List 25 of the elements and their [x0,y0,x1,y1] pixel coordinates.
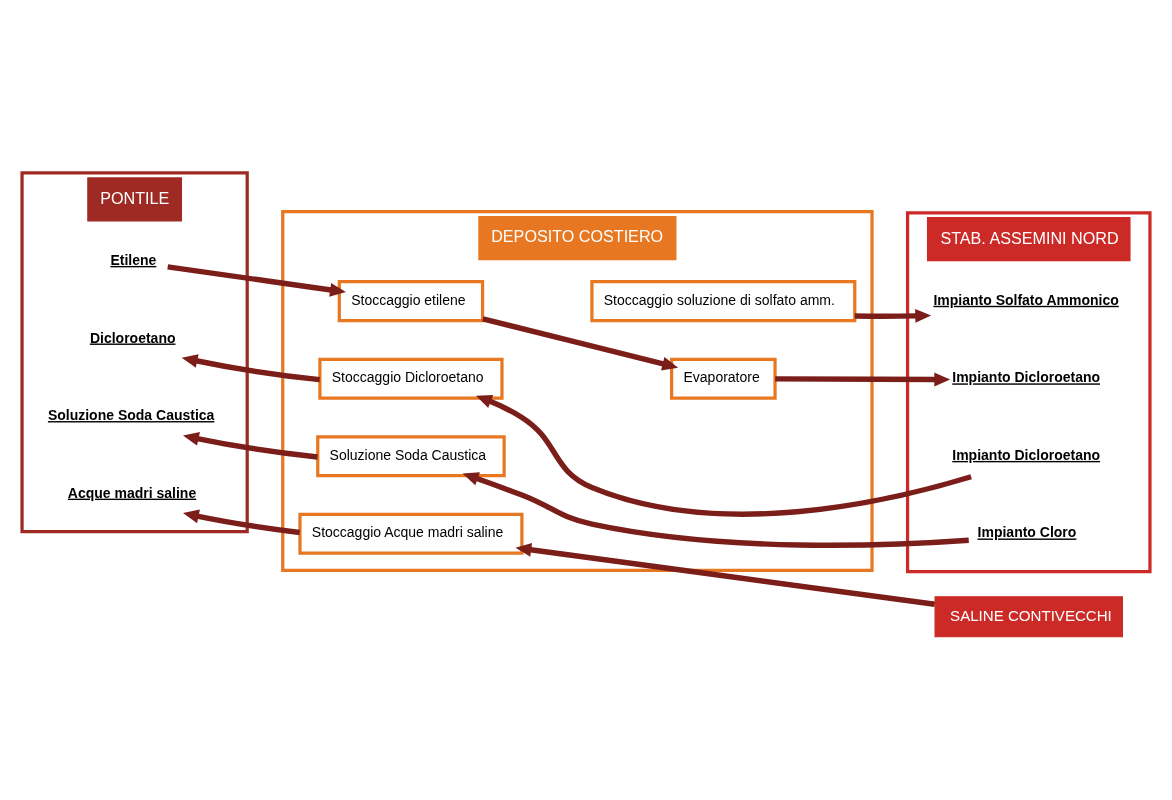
node-box: Soluzione Soda Caustica [316,434,506,477]
node-box: SALINE CONTIVECCHI [934,595,1123,637]
arrow [482,315,679,371]
arrow [775,372,951,386]
node-text: Impianto Dicloroetano [952,368,1101,385]
arrow [462,471,969,548]
node-text: Acque madri saline [67,484,197,501]
node-box: Stoccaggio Acque madri saline [298,512,524,555]
arrow [854,308,932,323]
node-box: Stoccaggio Dicloroetano [318,357,504,400]
arrow [475,394,972,517]
node-text: Dicloroetano [89,328,176,345]
arrow [515,542,935,607]
node-box: Stoccaggio etilene [337,279,485,322]
node-text: Impianto Dicloroetano [952,446,1101,463]
node-text: Impianto Solfato Ammonico [933,291,1119,308]
node-box: Stoccaggio soluzione di solfato amm. [590,279,857,322]
arrow [182,431,318,460]
node-text: Impianto Cloro [977,523,1077,540]
node-text: Etilene [110,251,157,268]
arrow [167,263,346,297]
node-text: Soluzione Soda Caustica [47,406,215,423]
node-box: Evaporatore [670,357,777,400]
arrow [181,353,321,382]
arrow [182,509,301,535]
